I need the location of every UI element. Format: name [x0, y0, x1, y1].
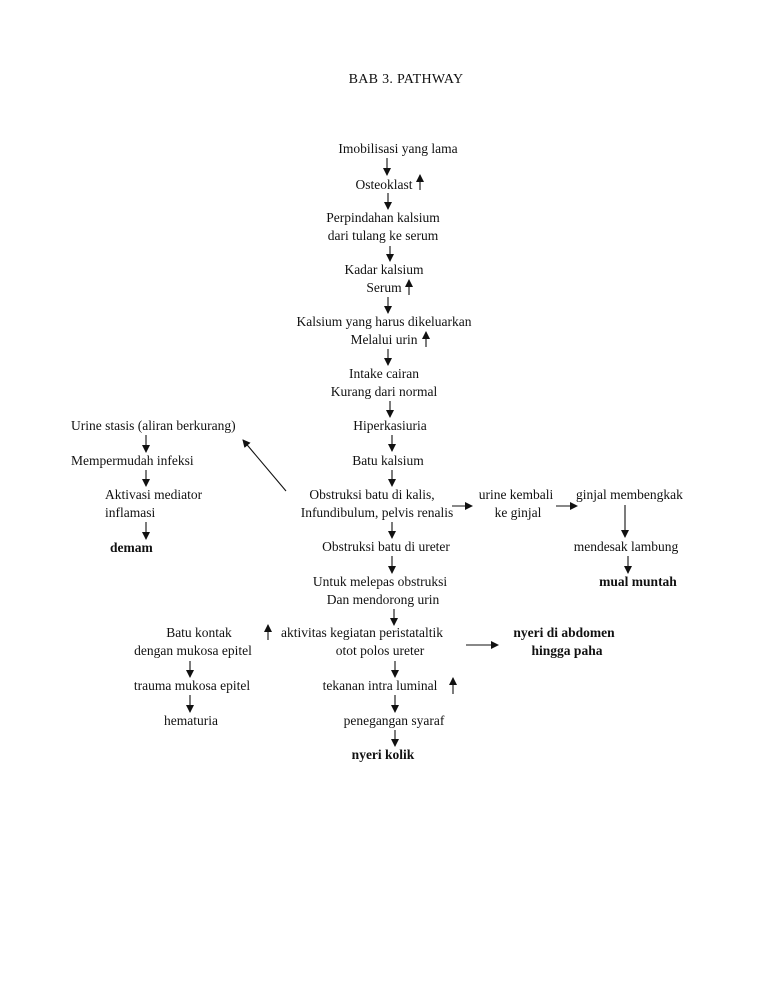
node-penegangan: penegangan syaraf	[343, 713, 445, 728]
node-obstruksi-ureter: Obstruksi batu di ureter	[322, 539, 450, 554]
arrow-obstruksi-to-urine-stasis	[242, 439, 287, 492]
node-mempermudah-infeksi: Mempermudah infeksi	[71, 453, 194, 468]
node-hiperkasiuria: Hiperkasiuria	[353, 418, 427, 433]
node-nyeri-abdomen-line1: nyeri di abdomen	[513, 625, 615, 640]
node-tekanan: tekanan intra luminal	[322, 678, 438, 693]
node-intake-line2: Kurang dari normal	[330, 384, 438, 399]
node-batu-kontak-line1: Batu kontak	[166, 625, 232, 640]
node-aktivasi-line1: Aktivasi mediator	[105, 487, 203, 502]
node-hematuria: hematuria	[164, 713, 218, 728]
node-aktivitas-line1: aktivitas kegiatan peristataltik	[281, 625, 443, 640]
node-demam: demam	[110, 540, 153, 555]
node-kalsium-line2: Melalui urin	[350, 332, 418, 347]
node-imobilisasi: Imobilisasi yang lama	[338, 141, 458, 156]
node-batu-kalsium: Batu kalsium	[352, 453, 424, 468]
node-kalsium-line1: Kalsium yang harus dikeluarkan	[296, 314, 472, 329]
node-perpindahan-line1: Perpindahan kalsium	[326, 210, 440, 225]
node-urine-kembali-line1: urine kembali	[478, 487, 554, 502]
page-title: BAB 3. PATHWAY	[348, 72, 464, 87]
node-obstruksi-kalis-line2: Infundibulum, pelvis renalis	[300, 505, 454, 520]
node-aktivitas-line2: otot polos ureter	[335, 643, 425, 658]
node-melepas-line1: Untuk melepas obstruksi	[312, 574, 448, 589]
node-aktivasi-line2: inflamasi	[105, 505, 156, 520]
node-ginjal-membengkak: ginjal membengkak	[576, 487, 683, 502]
node-batu-kontak-line2: dengan mukosa epitel	[134, 643, 252, 658]
node-kadar-line1: Kadar kalsium	[344, 262, 424, 277]
node-urine-kembali-line2: ke ginjal	[494, 505, 542, 520]
node-obstruksi-kalis-line1: Obstruksi batu di kalis,	[309, 487, 435, 502]
node-nyeri-abdomen-line2: hingga paha	[531, 643, 603, 658]
node-intake-line1: Intake cairan	[348, 366, 420, 381]
node-kadar-line2: Serum	[366, 280, 402, 295]
node-mendesak-lambung: mendesak lambung	[573, 539, 679, 554]
node-trauma: trauma mukosa epitel	[133, 678, 251, 693]
node-osteoklast: Osteoklast	[355, 177, 413, 192]
node-urine-stasis: Urine stasis (aliran berkurang)	[71, 418, 236, 433]
node-melepas-line2: Dan mendorong urin	[326, 592, 440, 607]
node-perpindahan-line2: dari tulang ke serum	[327, 228, 439, 243]
node-mual-muntah: mual muntah	[599, 574, 677, 589]
node-nyeri-kolik: nyeri kolik	[351, 747, 415, 762]
